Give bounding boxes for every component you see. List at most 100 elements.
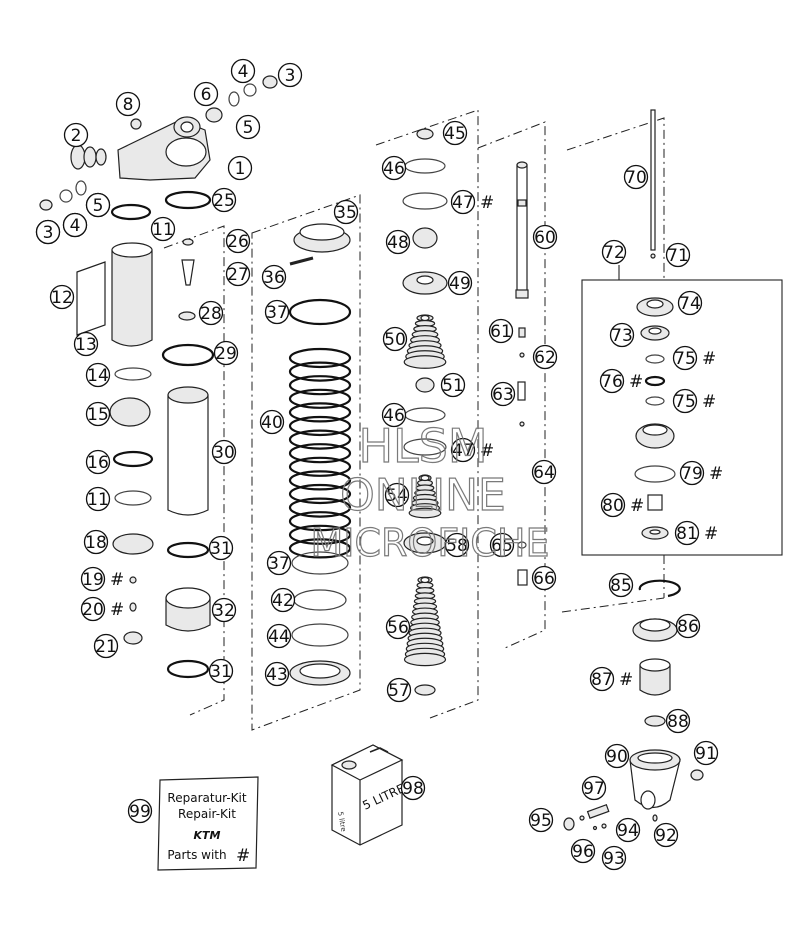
callout-number: 6 (201, 85, 212, 105)
callout-65: 65 (489, 532, 515, 558)
part-small-rings-3-4-5 (39, 75, 278, 211)
callout-number: 54 (386, 486, 408, 506)
callout-1: 1 (227, 155, 253, 181)
callout-92: 92 (653, 822, 679, 848)
callout-13: 13 (73, 331, 99, 357)
callout-number: 66 (533, 569, 555, 589)
callout-54: 54 (384, 482, 410, 508)
callout-75: 75# (672, 388, 716, 414)
callout-number: 65 (491, 536, 513, 556)
part-rings-16-11-18 (112, 450, 154, 645)
callout-number: 15 (87, 405, 109, 425)
callout-97: 97 (581, 775, 607, 801)
callout-number: 71 (667, 246, 689, 266)
callout-hash-mark: # (630, 496, 644, 516)
callout-25: 25 (211, 187, 237, 213)
callout-46: 46 (381, 155, 407, 181)
callout-number: 42 (272, 591, 294, 611)
callout-number: 93 (603, 849, 625, 869)
part-spring-40 (288, 347, 352, 559)
callout-61: 61 (488, 318, 514, 344)
callout-18: 18 (83, 529, 109, 555)
callout-number: 11 (152, 220, 174, 240)
callout-37: 37 (264, 299, 290, 325)
callout-number: 4 (238, 62, 249, 82)
callout-number: 46 (383, 406, 405, 426)
callout-hash-mark: # (704, 524, 718, 544)
callout-number: 32 (213, 601, 235, 621)
callout-number: 94 (617, 821, 639, 841)
callout-16: 16 (85, 449, 111, 475)
callout-88: 88 (665, 708, 691, 734)
repair-kit-line2: Repair-Kit (178, 807, 236, 821)
callout-hash-mark: # (110, 570, 124, 590)
part-bump-32-rings-31 (165, 541, 211, 679)
assembly-frames (163, 109, 783, 731)
part-shim-stack-upper (402, 128, 448, 295)
callout-number: 5 (243, 118, 254, 138)
callout-44: 44 (266, 623, 292, 649)
callout-number: 47 (452, 441, 474, 461)
callout-36: 36 (261, 264, 287, 290)
callout-number: 13 (75, 335, 97, 355)
callout-number: 19 (82, 570, 104, 590)
callout-93: 93 (601, 845, 627, 871)
repair-kit-card-99: Reparatur-Kit Repair-Kit KTM Parts with … (157, 776, 259, 871)
callout-40: 40 (259, 409, 285, 435)
callout-number: 20 (82, 600, 104, 620)
part-reservoir-head-1 (117, 116, 211, 181)
callout-number: 48 (387, 233, 409, 253)
callout-number: 86 (677, 617, 699, 637)
callout-number: 91 (695, 744, 717, 764)
callout-43: 43 (264, 661, 290, 687)
callout-number: 58 (446, 536, 468, 556)
callout-49: 49 (447, 270, 473, 296)
callout-11: 11 (85, 486, 111, 512)
callout-80: 80# (600, 492, 644, 518)
callout-number: 97 (583, 779, 605, 799)
callout-number: 16 (87, 453, 109, 473)
callout-number: 3 (285, 66, 296, 86)
callout-75: 75# (672, 345, 716, 371)
callout-60: 60 (532, 224, 558, 250)
callout-number: 11 (87, 490, 109, 510)
callout-number: 45 (444, 124, 466, 144)
part-bleed-screw-93-97 (563, 803, 610, 831)
callout-number: 73 (611, 326, 633, 346)
callout-number: 51 (442, 376, 464, 396)
callout-number: 46 (383, 159, 405, 179)
callout-94: 94 (615, 817, 641, 843)
callout-14: 14 (85, 362, 111, 388)
callout-63: 63 (490, 381, 516, 407)
callout-number: 30 (213, 443, 235, 463)
part-kit-72-parts (634, 297, 676, 540)
callout-number: 29 (215, 344, 237, 364)
callout-95: 95 (528, 807, 554, 833)
callout-number: 61 (490, 322, 512, 342)
callout-86: 86 (675, 613, 701, 639)
part-reservoir-12-13 (76, 242, 153, 347)
callout-number: 3 (43, 223, 54, 243)
callout-layer: 1234564358345112526122728132914153016111… (35, 58, 723, 871)
watermark: HLSM ONLINE MICROFICHE (310, 418, 550, 565)
callout-71: 71 (665, 242, 691, 268)
callout-number: 95 (530, 811, 552, 831)
callout-number: 8 (123, 95, 134, 115)
part-spring-nut-35-36 (289, 223, 351, 266)
callout-hash-mark: # (480, 193, 494, 213)
part-shim-stack-56 (403, 576, 447, 667)
repair-kit-hash: # (236, 846, 250, 866)
part-needle-70 (650, 109, 656, 259)
callout-72: 72 (601, 239, 627, 265)
part-spring-rings (288, 298, 352, 686)
callout-20: 20# (80, 596, 124, 622)
callout-number: 35 (335, 203, 357, 223)
callout-number: 5 (93, 196, 104, 216)
callout-98: 98 (400, 775, 426, 801)
callout-number: 72 (603, 243, 625, 263)
callout-3: 3 (35, 219, 61, 245)
oil-can-98: 5 LITRE 5 litre (330, 744, 407, 846)
callout-50: 50 (382, 326, 408, 352)
callout-number: 57 (388, 681, 410, 701)
callout-26: 26 (225, 228, 251, 254)
